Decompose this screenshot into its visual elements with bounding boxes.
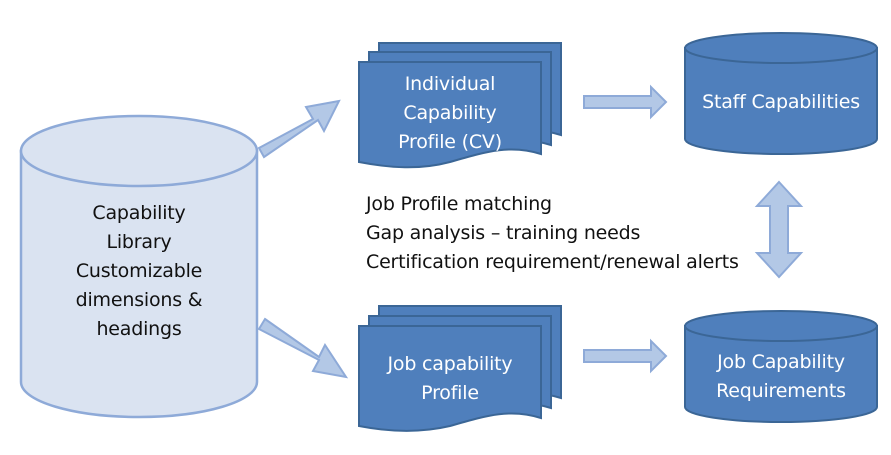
staff-capabilities-cylinder-body [684,47,878,155]
capability-library-label-line: headings [96,317,182,340]
capability-library-label-line: Library [106,230,172,253]
arrow-library-to-individual-profile [257,99,341,159]
job-requirements-cylinder [684,310,878,423]
process-note-gap-analysis: Gap analysis – training needs [366,222,641,244]
capability-library-label-line: dimensions & [75,288,203,311]
capability-library-label: Capability Library Customizable dimensio… [26,196,252,346]
job-profile-label-line: Job capability [387,353,513,375]
staff-capabilities-label: Staff Capabilities [685,86,877,118]
staff-capabilities-label-line: Staff Capabilities [702,90,860,113]
process-note-job-profile-matching: Job Profile matching [366,193,552,215]
arrow-individual-profile-to-staff-capabilities [583,84,668,120]
individual-profile-label-line: Profile (CV) [398,130,502,153]
capability-library-cylinder-body [19,149,259,419]
job-requirements-cylinder-top [684,310,878,342]
process-notes: Job Profile matching Gap analysis – trai… [366,190,766,277]
job-profile-label: Job capability Profile [359,348,541,410]
capability-library-label-line: Capability [92,201,186,224]
individual-profile-document-stack [358,42,562,169]
job-requirements-label-line: Requirements [716,380,846,402]
individual-profile-document-front [358,61,542,169]
double-arrow-staff-to-job-requirements [754,180,804,279]
individual-profile-label-line: Capability [403,101,497,124]
individual-profile-label-line: Individual [404,72,496,95]
capability-library-cylinder-top [19,114,259,188]
capability-library-cylinder [19,114,259,419]
job-requirements-label-line: Job Capability [717,351,845,373]
arrow-library-to-job-profile [257,317,349,379]
staff-capabilities-cylinder [684,32,878,155]
job-profile-document-stack [358,305,562,432]
individual-profile-label: Individual Capability Profile (CV) [359,68,541,158]
job-profile-label-line: Profile [421,382,479,404]
job-requirements-cylinder-body [684,325,878,423]
staff-capabilities-cylinder-top [684,32,878,64]
job-profile-document-front [358,325,542,432]
process-note-certification-alerts: Certification requirement/renewal alerts [366,251,739,273]
capability-library-label-line: Customizable [75,259,203,282]
arrow-job-profile-to-job-requirements [583,338,668,374]
job-requirements-label: Job Capability Requirements [685,346,877,408]
